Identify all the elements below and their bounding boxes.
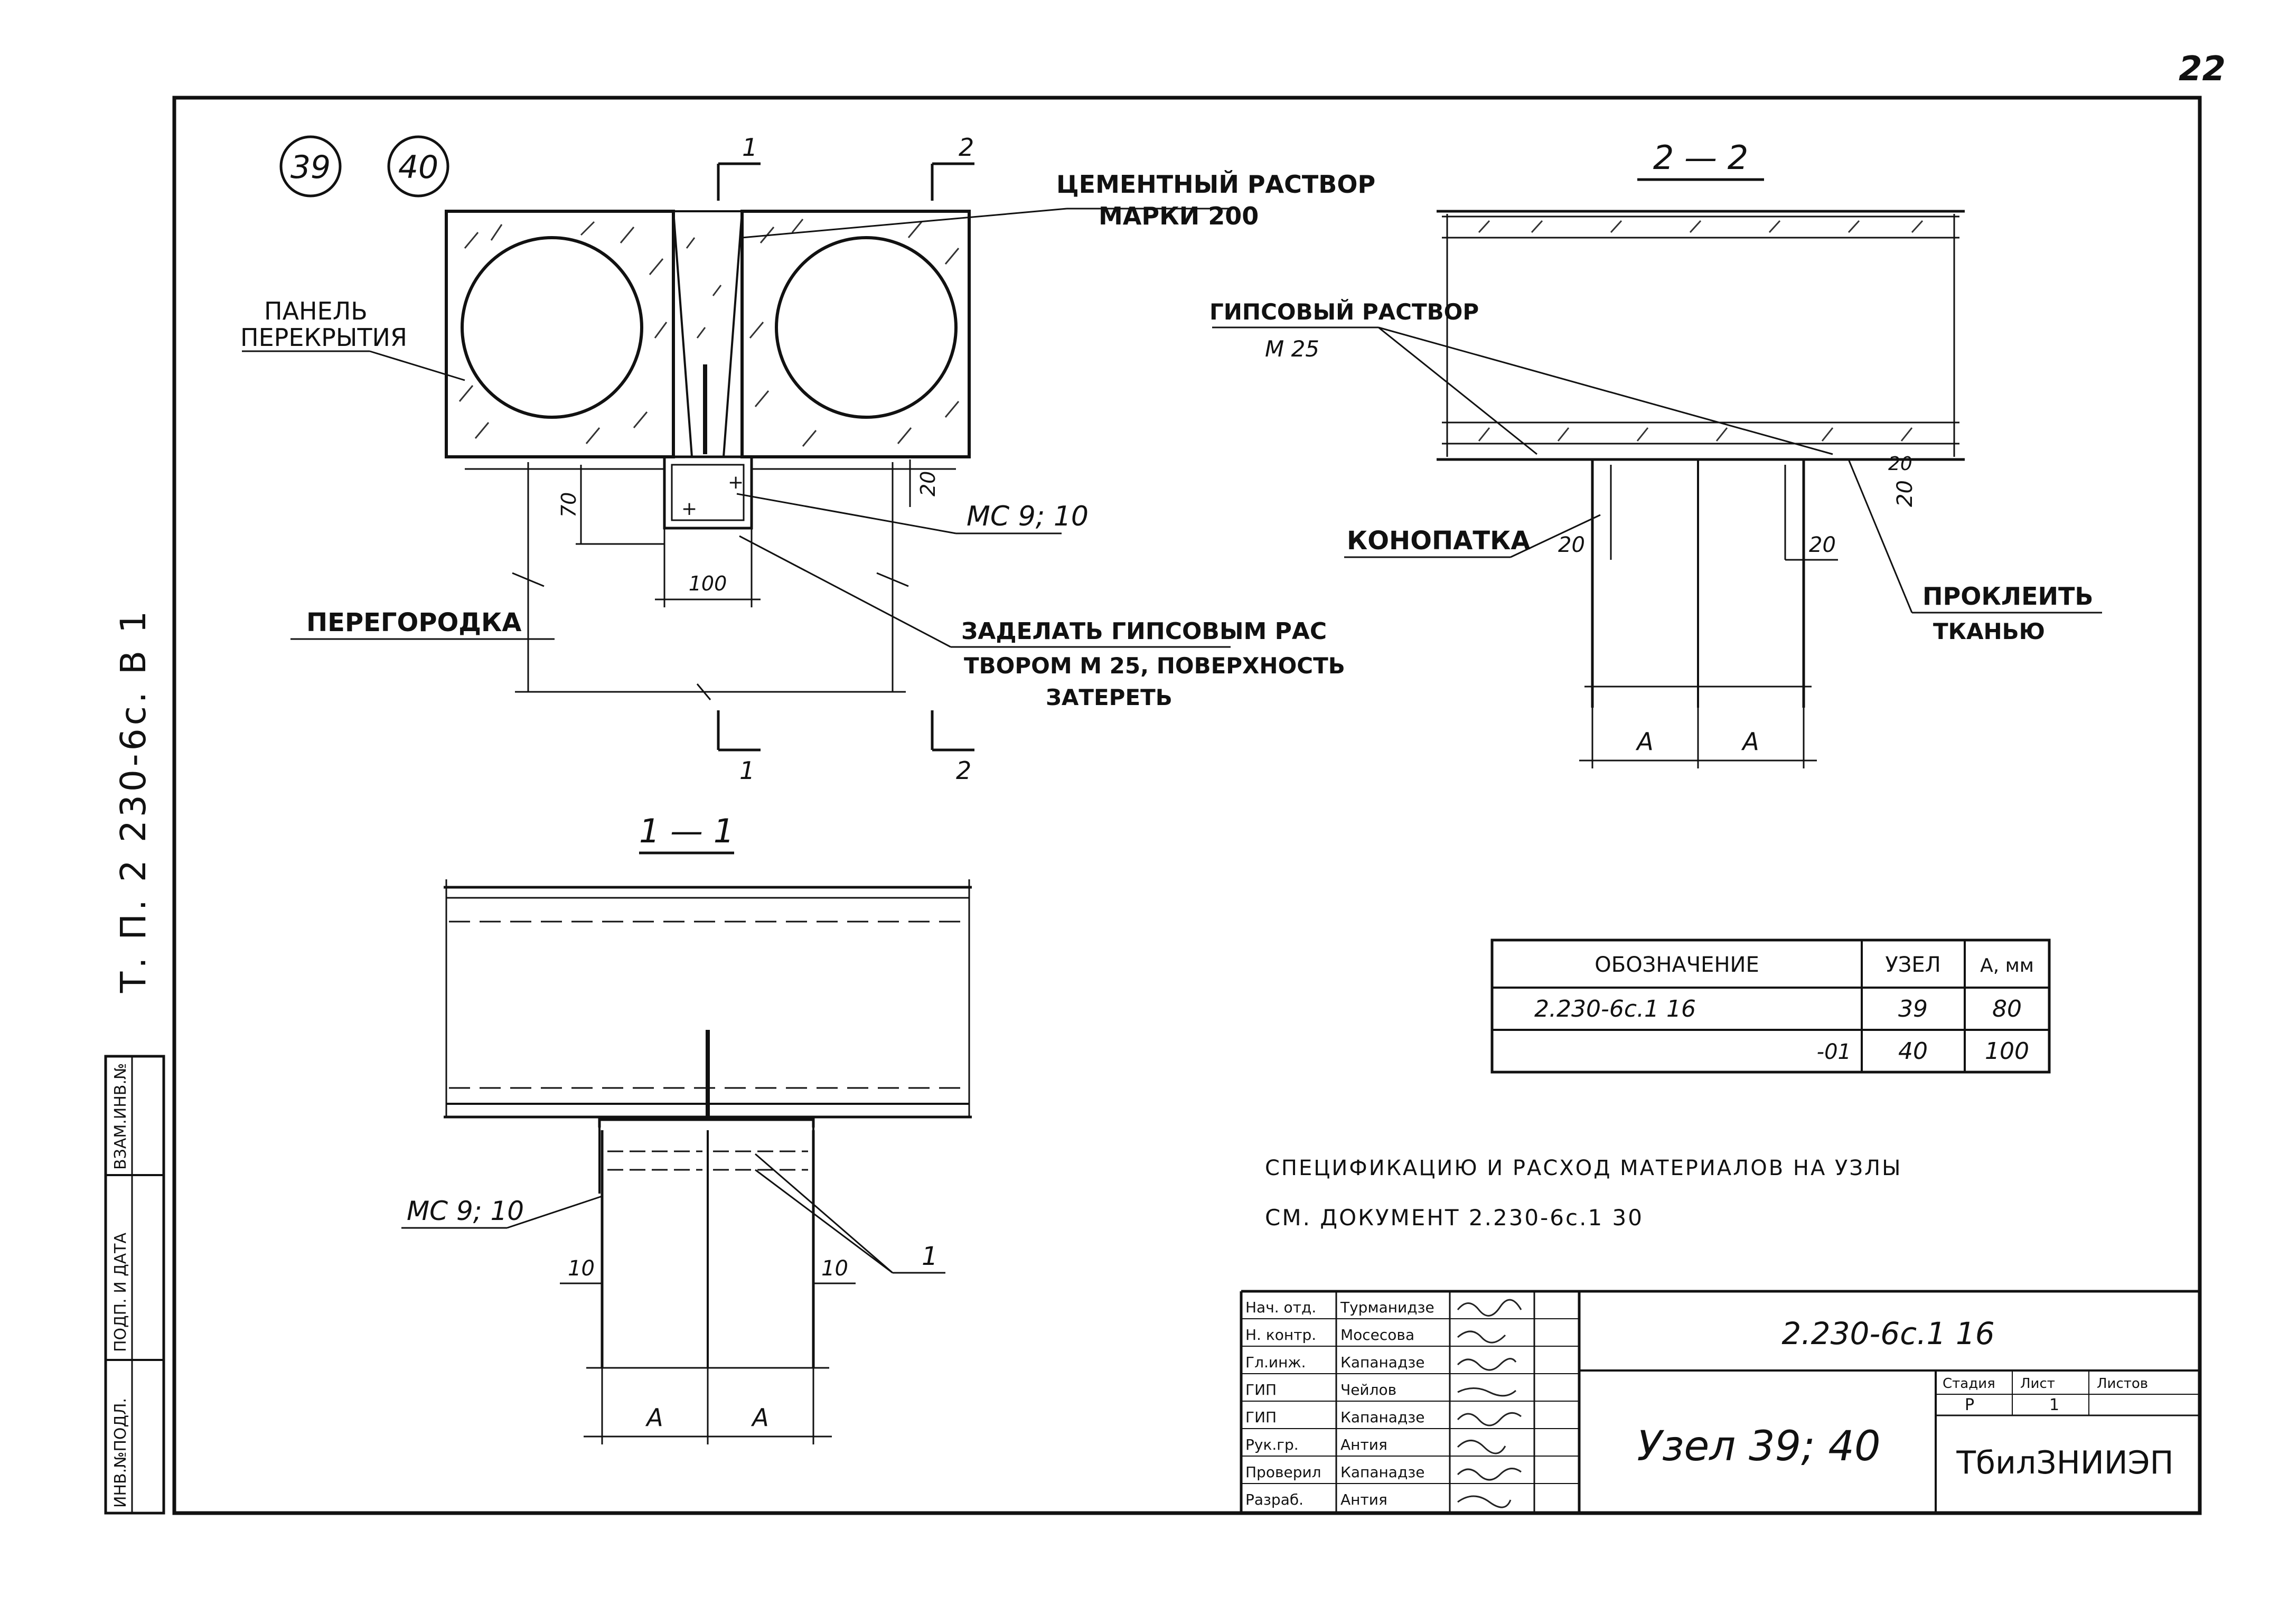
label-fill-2: ТВОРОМ М 25, ПОВЕРХНОСТЬ [964, 653, 1345, 679]
strip-inv-podl: ИНВ.№ПОДЛ. [111, 1398, 130, 1508]
slab-left [445, 210, 675, 458]
tb-drawing-title: Узел 39; 40 [1637, 1423, 1880, 1470]
tb-organization: ТбилЗНИИЭП [1956, 1444, 2173, 1481]
tb-sheet-value: 1 [2049, 1396, 2059, 1414]
node-number-40: 40 [398, 149, 438, 186]
section-1-1-dim-10-left: 10 [568, 1256, 595, 1281]
tb-role-5: ГИП [1245, 1409, 1277, 1426]
label-prokleit-2: ТКАНЬЮ [1933, 618, 2045, 644]
section-2-2-dim-20-vert: 20 [1893, 480, 1917, 507]
label-cement-mortar: ЦЕМЕНТНЫЙ РАСТВОР [1056, 170, 1375, 199]
label-gypsum-grade: М 25 [1265, 336, 1319, 362]
tb-stage-label: Стадия [1943, 1376, 1995, 1392]
section-mark-2-top: 2 [959, 133, 974, 162]
table-row-1-a: 80 [1992, 996, 2022, 1022]
side-designation: Т. П. 2 230-6с. В 1 [113, 608, 154, 993]
table-row-2-a: 100 [1985, 1038, 2029, 1065]
section-2-2-title: 2 — 2 [1653, 138, 1748, 177]
section-1-1-dim-a1: А [645, 1403, 663, 1432]
tb-sheets-label: Листов [2097, 1376, 2148, 1392]
label-prokleit: ПРОКЛЕИТЬ [1922, 582, 2093, 611]
label-ms-main: МС 9; 10 [967, 501, 1089, 532]
slab-void-right [775, 236, 958, 419]
section-mark-1-bottom: 1 [739, 756, 755, 785]
node-circle-40 [387, 135, 449, 198]
tb-sheet-label: Лист [2020, 1376, 2055, 1392]
label-floor-panel-2: ПЕРЕКРЫТИЯ [240, 323, 407, 352]
node-circle-39 [279, 135, 342, 198]
section-1-1-dim-10-right: 10 [821, 1256, 848, 1281]
signatures [1457, 1299, 1522, 1508]
table-header-a: А, мм [1980, 955, 2034, 977]
table-row-2-node: 40 [1898, 1038, 1928, 1065]
tb-role-6: Рук.гр. [1245, 1436, 1299, 1453]
section-2-2-dim-a2: А [1741, 727, 1759, 756]
section-1-1: 1 — 1 А А 10 10 [401, 812, 972, 1444]
sheet-frame [172, 96, 2202, 1515]
section-2-2-dim-20-top: 20 [1888, 453, 1912, 475]
node-number-39: 39 [290, 149, 331, 186]
table-row-2-designation: -01 [1817, 1040, 1851, 1064]
tb-name-6: Антия [1340, 1436, 1387, 1453]
concrete-hatch [458, 219, 960, 447]
label-fill-1: ЗАДЕЛАТЬ ГИПСОВЫМ РАС [961, 618, 1327, 645]
tb-name-8: Антия [1340, 1491, 1387, 1508]
tb-stage-value: Р [1965, 1396, 1974, 1414]
note-line-1: СПЕЦИФИКАЦИЮ И РАСХОД МАТЕРИАЛОВ НА УЗЛЫ [1265, 1156, 1902, 1180]
strip-podp-data: ПОДП. И ДАТА [111, 1232, 130, 1352]
label-ms-section: МС 9; 10 [407, 1196, 524, 1226]
designation-table: ОБОЗНАЧЕНИЕ УЗЕЛ А, мм 2.230-6с.1 16 39 … [1490, 938, 2051, 1074]
label-konopatka: КОНОПАТКА [1347, 526, 1530, 556]
label-item-1: 1 [922, 1242, 938, 1271]
label-floor-panel: ПАНЕЛЬ [264, 297, 368, 325]
dim-20: 20 [916, 471, 940, 496]
label-cement-grade: МАРКИ 200 [1099, 202, 1259, 230]
cement-joint [672, 210, 744, 458]
section-2-2-dim-20-left: 20 [1558, 533, 1585, 557]
table-row-1-node: 39 [1898, 996, 1928, 1022]
slab-void-left [461, 236, 643, 419]
section-1-1-title: 1 — 1 [639, 812, 734, 850]
tb-role-4: ГИП [1245, 1381, 1277, 1398]
tb-name-1: Турманидзе [1340, 1299, 1434, 1316]
dim-100: 100 [689, 572, 727, 595]
strip-vzam-inv: ВЗАМ.ИНВ.№ [111, 1063, 130, 1170]
tb-name-7: Капанадзе [1340, 1463, 1424, 1481]
section-1-1-dim-a2: А [751, 1403, 768, 1432]
tb-role-2: Н. контр. [1245, 1326, 1316, 1344]
section-mark-1-top: 1 [742, 133, 757, 162]
label-fill-3: ЗАТЕРЕТЬ [1046, 684, 1173, 710]
tb-document-code: 2.230-6с.1 16 [1781, 1316, 1994, 1351]
title-block: Нач. отд. Н. контр. Гл.инж. ГИП ГИП Рук.… [1240, 1290, 2200, 1513]
section-mark-2-bottom: 2 [956, 756, 971, 785]
page-number: 22 [2179, 50, 2226, 89]
tb-role-7: Проверил [1245, 1463, 1321, 1481]
tb-name-4: Чейлов [1340, 1381, 1396, 1398]
dim-70: 70 [557, 492, 580, 518]
section-2-2-dim-20-right: 20 [1809, 533, 1836, 557]
table-header-node: УЗЕЛ [1885, 953, 1940, 977]
tb-role-8: Разраб. [1245, 1491, 1303, 1508]
table-header-designation: ОБОЗНАЧЕНИЕ [1595, 953, 1759, 977]
section-2-2-dim-a1: А [1635, 727, 1653, 756]
tb-name-3: Капанадзе [1340, 1354, 1424, 1371]
section-2-2: 2 — 2 А А ГИПСОВЫЙ [1209, 138, 2102, 768]
label-partition: ПЕРЕГОРОДКА [306, 608, 521, 637]
note-line-2: СМ. ДОКУМЕНТ 2.230-6с.1 30 [1265, 1205, 1644, 1231]
label-gypsum-mortar: ГИПСОВЫЙ РАСТВОР [1209, 298, 1479, 325]
side-stamp-strip: ИНВ.№ПОДЛ. ПОДП. И ДАТА ВЗАМ.ИНВ.№ [104, 1055, 165, 1515]
channel-ms [663, 455, 753, 530]
slab-right [740, 210, 971, 458]
svg-text:+: + [681, 498, 697, 520]
svg-text:+: + [728, 472, 744, 493]
tb-role-3: Гл.инж. [1245, 1354, 1306, 1371]
tb-name-2: Мосесова [1340, 1326, 1414, 1344]
main-detail: 39 40 + + [240, 133, 1375, 785]
table-row-1-designation: 2.230-6с.1 16 [1534, 996, 1696, 1022]
tb-role-1: Нач. отд. [1245, 1299, 1316, 1316]
tb-name-5: Капанадзе [1340, 1409, 1424, 1426]
